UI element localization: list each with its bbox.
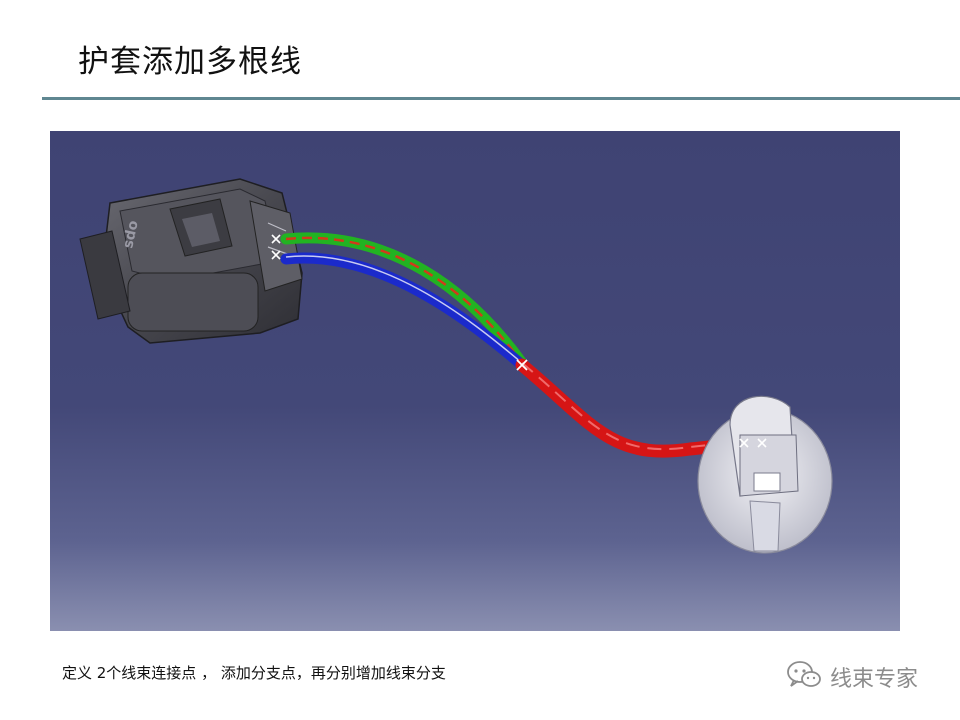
title-divider — [42, 97, 960, 100]
connection-point-icon[interactable] — [271, 234, 281, 260]
slide-caption: 定义 2个线束连接点 ， 添加分支点，再分别增加线束分支 — [62, 664, 446, 682]
branch-point-icon[interactable] — [516, 359, 528, 371]
svg-text:sdo: sdo — [120, 219, 142, 250]
cad-3d-viewport[interactable]: sdo — [50, 131, 900, 631]
wire-green-dashed-core — [285, 236, 524, 364]
wire-blue-highlight — [285, 255, 523, 364]
cad-scene: sdo — [79, 178, 833, 554]
watermark: 线束专家 — [786, 660, 918, 694]
wechat-icon — [786, 660, 822, 694]
wire-red-highlight — [521, 362, 763, 451]
ring-terminal-icon[interactable] — [697, 395, 833, 554]
connector-housing-icon[interactable]: sdo — [79, 178, 303, 344]
watermark-text: 线束专家 — [830, 667, 919, 692]
wire-blue[interactable] — [280, 252, 528, 371]
slide-title: 护套添加多根线 — [78, 44, 302, 80]
